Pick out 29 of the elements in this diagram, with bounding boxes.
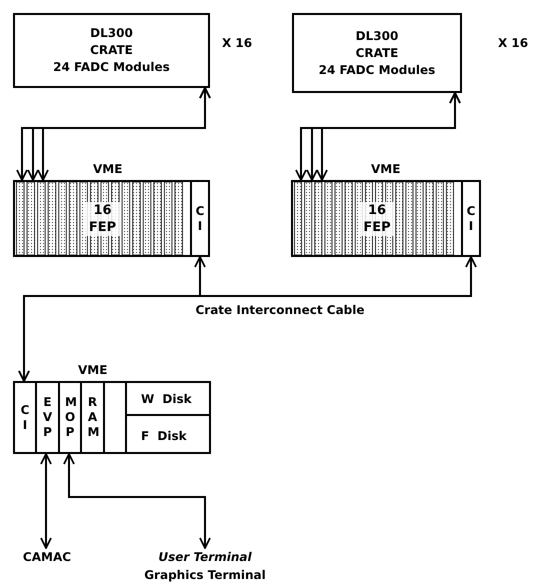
module-name: R A M: [88, 395, 98, 440]
device-label: CAMAC: [22, 549, 72, 566]
connector-arrow: [40, 453, 52, 549]
connector-arrow: [18, 256, 477, 382]
bus-label: VME: [371, 162, 400, 176]
disk-name: W Disk: [141, 392, 192, 406]
device-label: User Terminal: [158, 549, 252, 566]
crate-box: [13, 13, 210, 88]
multiplier-label: X 16: [222, 36, 252, 50]
crate-text: 24 FADC Modules: [318, 62, 436, 78]
disk-name: F Disk: [141, 429, 187, 443]
multiplier-label: X 16: [498, 36, 528, 50]
module-name: C I: [20, 402, 30, 432]
bus-label: VME: [78, 363, 108, 377]
crate-text: CRATE: [356, 44, 398, 62]
connector-arrow: [63, 453, 211, 549]
module-name: C I: [466, 204, 476, 234]
crate-box: [292, 13, 462, 93]
module-name: M O P: [65, 395, 75, 440]
module-name: C I: [195, 204, 205, 234]
bus-label: VME: [93, 162, 122, 176]
module-name: E V P: [42, 395, 52, 440]
module-count-text: 16 FEP: [84, 202, 120, 236]
module-count-text: 16 FEP: [359, 202, 395, 236]
crate-text: DL300: [356, 28, 398, 44]
device-label: Graphics Terminal: [144, 567, 266, 584]
crate-text: DL300: [90, 25, 133, 42]
crate-text: CRATE: [90, 42, 133, 59]
crate-text: 24 FADC Modules: [53, 59, 170, 76]
